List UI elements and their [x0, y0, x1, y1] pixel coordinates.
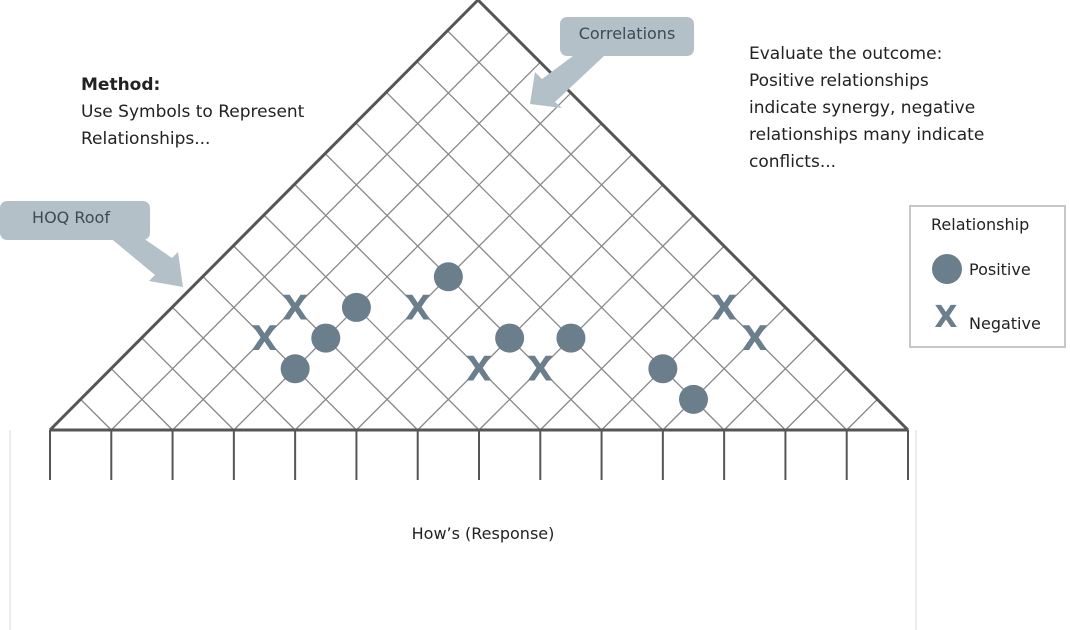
grid-line: [386, 92, 725, 431]
method-heading: Method:: [81, 75, 161, 95]
positive-circle-icon: [280, 354, 310, 384]
correlations-label: Correlations: [578, 24, 676, 43]
legend: Relationship Positive X Negative: [909, 205, 1066, 348]
positive-circle-icon: [679, 384, 708, 414]
column-ticks: [49, 430, 909, 480]
negative-x-icon: X: [711, 288, 737, 328]
grid-line: [723, 337, 817, 431]
method-line-2: Relationships...: [81, 129, 211, 149]
negative-x-icon: X: [251, 319, 277, 359]
evaluate-line-1: Evaluate the outcome:: [749, 44, 943, 64]
grid-line: [447, 31, 848, 431]
roof-outline: [48, 0, 910, 432]
grid-line: [264, 215, 480, 431]
grid-line: [355, 123, 664, 431]
grid-line: [355, 153, 633, 431]
hows-label: How’s (Response): [411, 524, 555, 543]
evaluate-line-4: relationships many indicate: [749, 125, 985, 145]
grid-line: [478, 215, 694, 431]
negative-x-icon: X: [405, 288, 431, 328]
legend-title: Relationship: [931, 215, 1030, 234]
method-line-1: Use Symbols to Represent: [81, 102, 305, 122]
grid-line: [141, 337, 235, 431]
negative-x-icon: X: [934, 300, 958, 335]
grid-line: [110, 31, 511, 431]
grid-line: [110, 368, 174, 431]
evaluate-line-5: conflicts...: [749, 152, 837, 172]
positive-circle-icon: [932, 254, 962, 284]
negative-x-icon: X: [742, 319, 768, 359]
grid-line: [294, 184, 541, 431]
grid-line: [325, 153, 603, 431]
hows-frame: [9, 430, 917, 630]
grid-line: [846, 398, 878, 431]
evaluate-line-3: indicate synergy, negative: [749, 98, 976, 118]
hoq-roof-callout: [0, 201, 183, 287]
grid-line: [80, 398, 112, 431]
negative-x-icon: X: [527, 350, 553, 390]
hoq-roof-label: HOQ Roof: [32, 208, 110, 227]
evaluate-line-2: Positive relationships: [749, 71, 929, 91]
grid-line: [417, 61, 786, 431]
positive-circle-icon: [495, 323, 525, 353]
negative-x-icon: X: [466, 350, 492, 390]
positive-circle-icon: [648, 354, 678, 384]
correlations-callout: [530, 17, 694, 108]
grid-line: [233, 92, 572, 431]
grid-line: [202, 276, 357, 431]
positive-circle-icon: [341, 292, 371, 322]
positive-circle-icon: [556, 323, 586, 353]
negative-x-icon: X: [282, 288, 308, 328]
grid-line: [601, 276, 756, 431]
grid-line: [172, 306, 296, 431]
legend-negative-label: Negative: [969, 314, 1041, 333]
legend-positive-label: Positive: [969, 260, 1031, 279]
positive-circle-icon: [433, 262, 463, 292]
positive-circle-icon: [311, 323, 341, 353]
